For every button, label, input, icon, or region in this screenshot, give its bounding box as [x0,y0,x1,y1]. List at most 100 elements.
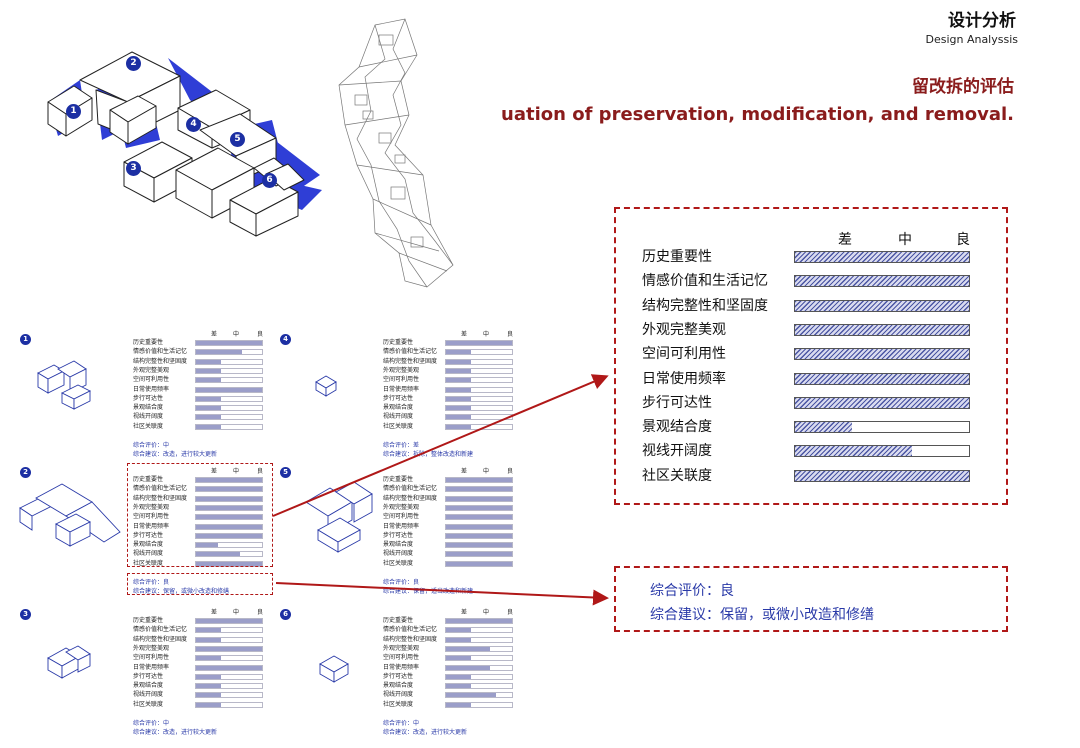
scale-low-label: 差 [211,468,218,475]
building-3-icon [47,645,91,679]
criterion-label: 历史重要性 [133,617,164,624]
score-bar [445,636,513,643]
detail-criterion-row: 历史重要性 [642,247,982,267]
score-bar [195,618,263,624]
criterion-row: 历史重要性 [133,339,265,346]
score-fill [196,478,262,482]
criterion-row: 情感价值和生活记忆 [383,348,515,356]
score-bar [445,673,513,680]
score-fill [446,552,512,557]
detail-score-fill [795,422,853,433]
score-bar [195,636,263,643]
criterion-label: 景观结合度 [383,541,414,549]
detail-criterion-row: 日常使用频率 [642,369,982,389]
detail-score-fill [795,349,969,360]
scale-mid-label: 中 [483,331,490,338]
axo-label-1: 1 [66,104,81,119]
score-bar [195,340,263,346]
detail-criterion-label: 结构完整性和坚固度 [642,297,768,314]
criterion-label: 社区关联度 [133,700,164,708]
panel-number-3: 3 [20,609,31,620]
panel-evaluation: 综合评价：中 [383,720,420,727]
detail-score-bar [794,323,970,336]
axo-label-6: 6 [262,173,277,188]
evaluation-panel-1: 差中良历史重要性情感价值和生活记忆结构完整性和坚固度外观完整美观空间可利用性日常… [133,329,265,459]
evaluation-panel-2: 差中良历史重要性情感价值和生活记忆结构完整性和坚固度外观完整美观空间可利用性日常… [133,466,265,596]
scale-mid-label: 中 [233,609,240,616]
score-fill [196,415,222,420]
score-bar [195,683,263,690]
detail-score-fill [795,324,969,335]
panel-evaluation: 综合评价：良 [133,579,170,586]
detail-criterion-label: 视线开阔度 [642,443,712,460]
detail-criterion-label: 外观完整美观 [642,321,726,338]
criterion-label: 情感价值和生活记忆 [133,626,188,634]
criterion-row: 空间可利用性 [383,376,515,384]
criterion-row: 日常使用频率 [133,523,265,530]
criterion-label: 景观结合度 [133,541,164,549]
criterion-row: 外观完整美观 [383,504,515,511]
score-fill [446,478,512,482]
score-fill [196,533,262,538]
score-fill [196,702,222,707]
criterion-label: 情感价值和生活记忆 [133,485,188,493]
building-4-icon [315,375,337,397]
scale-mid-label: 中 [233,331,240,338]
criterion-label: 空间可利用性 [133,513,170,521]
criterion-row: 空间可利用性 [133,376,265,384]
detail-criterion-row: 社区关联度 [642,466,982,486]
panel-suggestion: 综合建议：改造，进行较大更新 [383,729,468,736]
criterion-row: 景观结合度 [133,404,265,412]
score-bar [195,664,263,671]
evaluation-panel-3: 差中良历史重要性情感价值和生活记忆结构完整性和坚固度外观完整美观空间可利用性日常… [133,607,265,737]
detail-score-fill [795,446,912,457]
criterion-label: 结构完整性和坚固度 [133,357,188,365]
scale-low-label: 差 [211,609,218,616]
criterion-label: 情感价值和生活记忆 [383,626,438,634]
criterion-label: 空间可利用性 [383,654,420,662]
criterion-row: 日常使用频率 [383,664,515,671]
panel-suggestion: 综合建议：拆除，整体改造和新建 [383,451,474,458]
score-fill [446,505,512,510]
criterion-row: 历史重要性 [133,617,265,624]
score-fill [196,628,222,633]
score-bar [195,542,263,549]
criterion-label: 步行可达性 [383,531,414,539]
score-bar [195,495,263,502]
criterion-label: 空间可利用性 [383,376,420,384]
scale-mid-label: 中 [483,609,490,616]
evaluation-panel-5: 差中良历史重要性情感价值和生活记忆结构完整性和坚固度外观完整美观空间可利用性日常… [383,466,515,596]
summary-box: 综合评价：良 综合建议：保留，或微小改造和修缮 [614,566,1008,632]
criterion-label: 历史重要性 [133,476,164,483]
detail-criterion-label: 历史重要性 [642,249,712,265]
criterion-label: 日常使用频率 [133,522,170,530]
score-fill [196,406,222,411]
detail-score-bar [794,396,970,409]
criterion-row: 景观结合度 [133,682,265,690]
score-bar [195,655,263,662]
score-bar [445,504,513,511]
scale-high-label: 良 [507,609,514,616]
detail-criterion-label: 日常使用频率 [642,370,726,387]
criterion-row: 日常使用频率 [133,386,265,393]
criterion-label: 历史重要性 [383,617,414,624]
criterion-label: 步行可达性 [133,394,164,402]
score-fill [446,378,472,383]
criterion-label: 社区关联度 [133,422,164,430]
criterion-label: 外观完整美观 [383,366,420,374]
criterion-row: 历史重要性 [383,339,515,346]
criterion-label: 情感价值和生活记忆 [383,485,438,493]
criterion-label: 日常使用频率 [133,663,170,671]
score-fill [446,415,472,420]
detail-score-box: 差 中 良 历史重要性情感价值和生活记忆结构完整性和坚固度外观完整美观空间可利用… [614,207,1008,505]
criterion-label: 空间可利用性 [133,376,170,384]
score-fill [196,543,218,548]
criterion-row: 日常使用频率 [383,523,515,530]
score-bar [195,673,263,680]
score-bar [195,514,263,521]
scale-high-label: 良 [507,468,514,475]
building-6-icon [319,655,349,683]
score-fill [196,424,222,429]
detail-score-fill [795,373,969,384]
score-fill [446,561,512,566]
